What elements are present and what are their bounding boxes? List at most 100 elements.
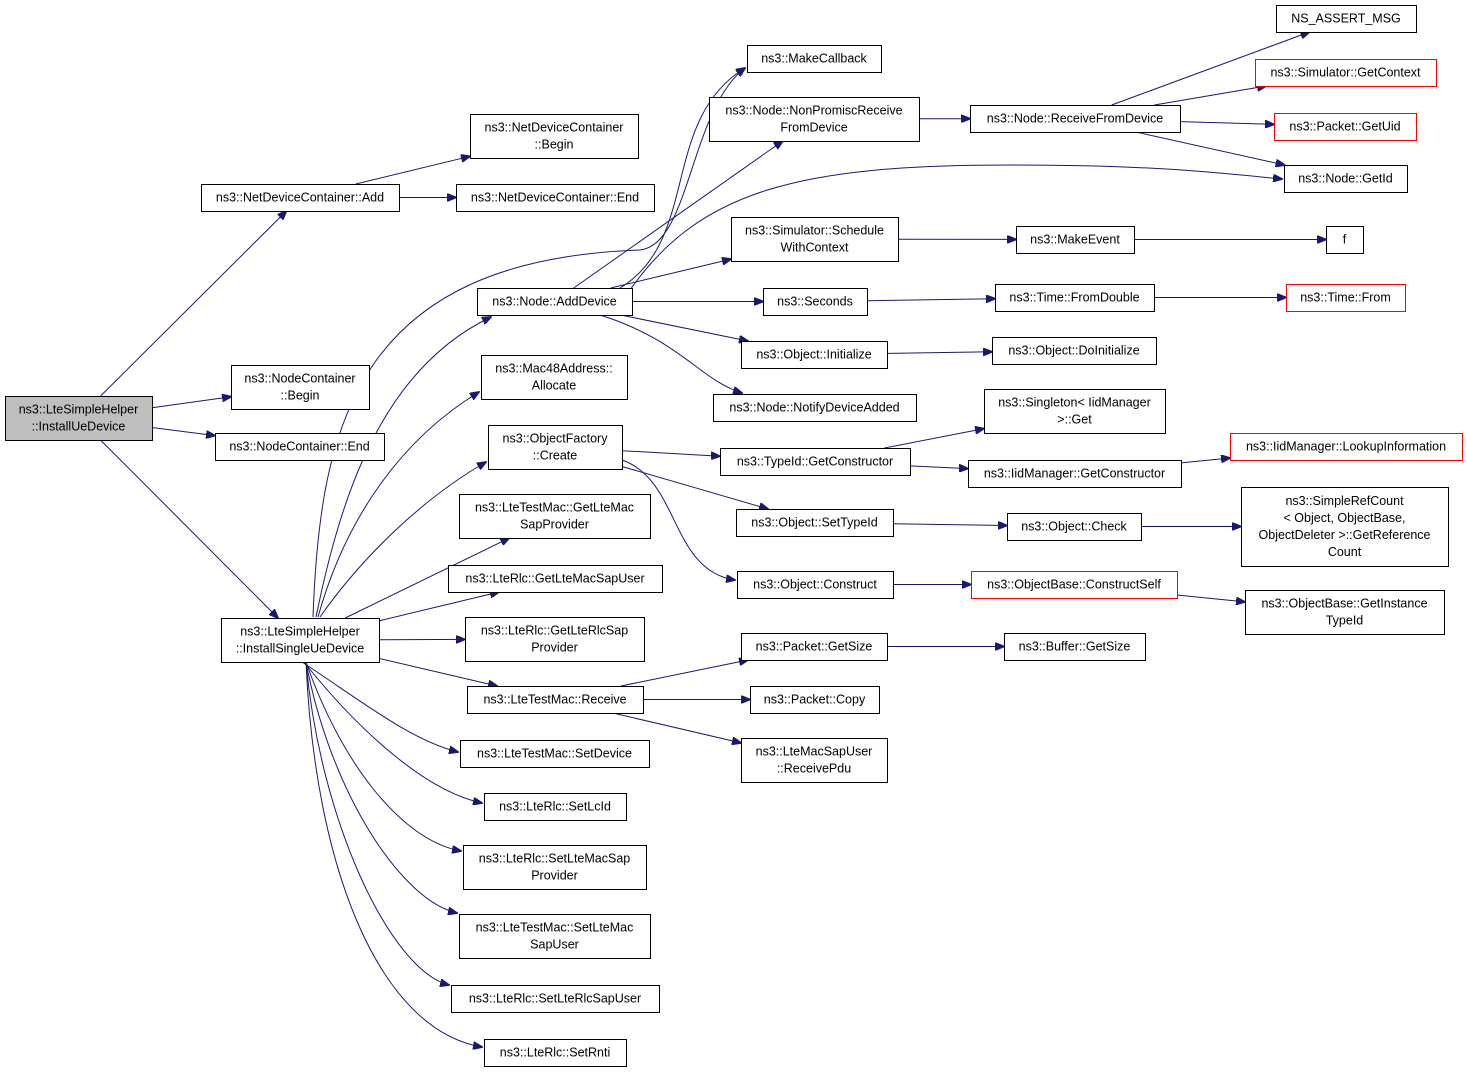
node-singleton-get[interactable]: ns3::Singleton< IidManager>::Get — [984, 389, 1166, 434]
node-time-from[interactable]: ns3::Time::From — [1286, 284, 1406, 312]
edge-obj_initialize-to-obj_doinitialize — [886, 352, 992, 354]
node-label: ::Create — [533, 448, 578, 462]
node-lterlc-set-rlc-sap-user[interactable]: ns3::LteRlc::SetLteRlcSapUser — [451, 985, 660, 1013]
edge-objbase_constructself-to-objbase_getinstancetypeid — [1176, 594, 1245, 602]
node-typeid-getconstructor[interactable]: ns3::TypeId::GetConstructor — [720, 448, 911, 476]
node-iid-getconstructor[interactable]: ns3::IidManager::GetConstructor — [968, 460, 1182, 488]
node-obj-settypeid[interactable]: ns3::Object::SetTypeId — [736, 509, 894, 537]
node-simplerefcount-getrefcount[interactable]: ns3::SimpleRefCount< Object, ObjectBase,… — [1241, 487, 1449, 567]
node-label: ns3::LteSimpleHelper — [19, 402, 139, 416]
node-label: ns3::LteRlc::SetLcId — [499, 799, 611, 813]
node-ndc-end[interactable]: ns3::NetDeviceContainer::End — [456, 184, 655, 212]
node-notify-device-added[interactable]: ns3::Node::NotifyDeviceAdded — [713, 394, 917, 422]
node-label: ns3::NodeContainer::End — [229, 439, 369, 453]
node-box — [741, 738, 888, 783]
node-packet-getuid[interactable]: ns3::Packet::GetUid — [1274, 113, 1417, 141]
edge-install_single-to-ltetestmac_setdevice — [301, 661, 458, 752]
node-ndc-begin[interactable]: ns3::NetDeviceContainer::Begin — [470, 114, 639, 159]
node-label: ns3::ObjectBase::GetInstance — [1261, 596, 1427, 610]
node-macsapuser-receivepdu[interactable]: ns3::LteMacSapUser::ReceivePdu — [741, 738, 888, 783]
node-seconds[interactable]: ns3::Seconds — [763, 288, 868, 316]
node-box — [488, 425, 623, 470]
node-label: ns3::Object::DoInitialize — [1008, 343, 1139, 357]
node-label: ::InstallSingleUeDevice — [236, 641, 365, 655]
node-obj-doinitialize[interactable]: ns3::Object::DoInitialize — [992, 337, 1157, 365]
edge-install_single-to-ltetestmac_set_mac_sap_user — [305, 661, 457, 913]
node-nc-begin[interactable]: ns3::NodeContainer::Begin — [231, 365, 370, 410]
node-ndc-add[interactable]: ns3::NetDeviceContainer::Add — [201, 184, 400, 212]
edge-ltetestmac_receive-to-macsapuser_receivepdu — [612, 712, 741, 743]
node-objfactory-create[interactable]: ns3::ObjectFactory::Create — [488, 425, 623, 470]
node-box — [737, 571, 894, 599]
node-packet-copy[interactable]: ns3::Packet::Copy — [750, 686, 880, 714]
node-root[interactable]: ns3::LteSimpleHelper::InstallUeDevice — [5, 396, 153, 441]
node-packet-getsize[interactable]: ns3::Packet::GetSize — [741, 633, 888, 661]
node-box — [1274, 113, 1417, 141]
node-get-lte-mac-sap-user[interactable]: ns3::LteRlc::GetLteMacSapUser — [448, 565, 663, 593]
node-obj-check[interactable]: ns3::Object::Check — [1007, 513, 1142, 541]
edge-node_add_device-to-obj_initialize — [620, 314, 748, 341]
node-label: ObjectDeleter >::GetReference — [1259, 528, 1431, 542]
node-label: Count — [1328, 545, 1362, 559]
node-obj-initialize[interactable]: ns3::Object::Initialize — [741, 341, 888, 369]
node-box — [1326, 226, 1364, 254]
node-label: ns3::Node::GetId — [1298, 171, 1393, 185]
edge-root-to-ndc_add — [100, 211, 287, 397]
node-mac48-allocate[interactable]: ns3::Mac48Address::Allocate — [481, 355, 628, 400]
edge-node_add_device-to-notify_device_added — [599, 314, 742, 393]
node-objbase-constructself[interactable]: ns3::ObjectBase::ConstructSelf — [971, 571, 1178, 599]
node-label: ns3::ObjectFactory — [503, 431, 609, 445]
node-box — [736, 509, 894, 537]
edge-root-to-nc_end — [151, 427, 215, 436]
node-ltetestmac-setdevice[interactable]: ns3::LteTestMac::SetDevice — [460, 740, 650, 768]
node-buffer-getsize[interactable]: ns3::Buffer::GetSize — [1004, 633, 1146, 661]
node-label: ns3::LteTestMac::GetLteMac — [475, 500, 634, 514]
node-time-fromdouble[interactable]: ns3::Time::FromDouble — [995, 284, 1155, 312]
node-label: ns3::Time::From — [1300, 290, 1391, 304]
node-ltetestmac-receive[interactable]: ns3::LteTestMac::Receive — [467, 686, 644, 714]
node-node-add-device[interactable]: ns3::Node::AddDevice — [477, 288, 633, 316]
edge-node_receive_from_device-to-packet_getuid — [1179, 122, 1274, 125]
node-make-callback[interactable]: ns3::MakeCallback — [747, 45, 882, 73]
edge-install_single-to-lterlc_set_rlc_sap_user — [305, 661, 449, 985]
node-box — [1230, 433, 1463, 461]
edge-install_single-to-ltetestmac_receive — [378, 657, 497, 686]
node-box — [1016, 226, 1135, 254]
node-ns-assert-msg[interactable]: NS_ASSERT_MSG — [1276, 5, 1417, 33]
node-label: ns3::Packet::GetSize — [756, 639, 873, 653]
edge-root-to-install_single — [100, 439, 279, 618]
node-label: ns3::Simulator::Schedule — [745, 223, 884, 237]
node-make-event[interactable]: ns3::MakeEvent — [1016, 226, 1135, 254]
node-node-getid[interactable]: ns3::Node::GetId — [1284, 165, 1408, 193]
node-box — [747, 45, 882, 73]
node-label: ns3::TypeId::GetConstructor — [737, 454, 893, 468]
edge-typeid_getconstructor-to-singleton_get — [884, 429, 984, 449]
node-box — [201, 184, 400, 212]
node-label: ns3::Buffer::GetSize — [1019, 639, 1131, 653]
node-label: ns3::LteRlc::GetLteRlcSap — [481, 623, 628, 637]
node-sim-getcontext[interactable]: ns3::Simulator::GetContext — [1255, 59, 1437, 87]
node-iid-lookupinfo[interactable]: ns3::IidManager::LookupInformation — [1230, 433, 1463, 461]
node-label: ns3::ObjectBase::ConstructSelf — [987, 577, 1161, 591]
node-node-receive-from-device[interactable]: ns3::Node::ReceiveFromDevice — [970, 105, 1181, 133]
node-nc-end[interactable]: ns3::NodeContainer::End — [215, 433, 385, 461]
node-lterlc-setlcid[interactable]: ns3::LteRlc::SetLcId — [484, 793, 627, 821]
node-obj-construct[interactable]: ns3::Object::Construct — [737, 571, 894, 599]
node-f[interactable]: f — [1326, 226, 1364, 254]
node-box — [763, 288, 868, 316]
node-box — [481, 355, 628, 400]
node-lterlc-setrnti[interactable]: ns3::LteRlc::SetRnti — [484, 1039, 627, 1067]
node-install-single[interactable]: ns3::LteSimpleHelper::InstallSingleUeDev… — [221, 618, 380, 663]
edge-ndc_add-to-ndc_begin — [355, 156, 470, 185]
node-label: ns3::LteRlc::SetLteMacSap — [479, 851, 631, 865]
node-box — [484, 793, 627, 821]
node-box — [448, 565, 663, 593]
node-label: ns3::Seconds — [777, 294, 853, 308]
